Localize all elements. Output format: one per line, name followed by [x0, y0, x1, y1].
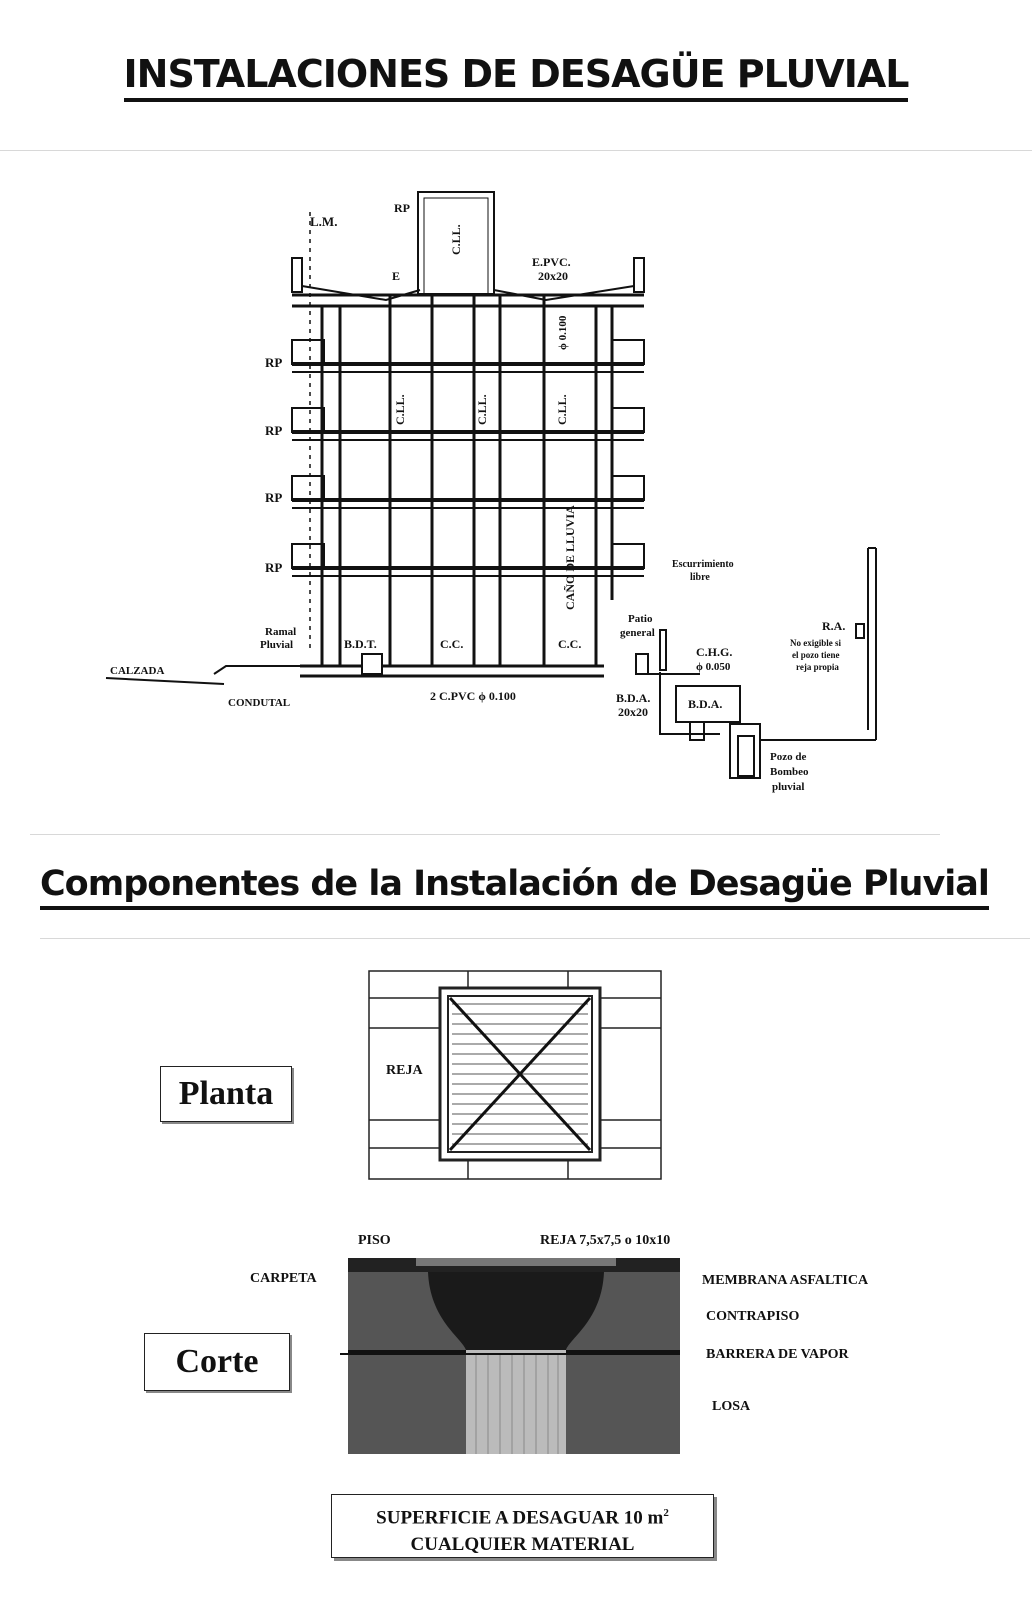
cll-mid-label: C.LL. [475, 394, 489, 425]
losa-label: LOSA [712, 1399, 751, 1414]
epvc-label-2: 20x20 [538, 269, 568, 283]
conducto-label: CONDUTAL [228, 697, 290, 709]
phi-label: ϕ 0.100 [557, 315, 569, 350]
cll-right-label: C.LL. [555, 394, 569, 425]
rp-label-1: RP [265, 355, 282, 370]
section-label-box: Corte [144, 1333, 290, 1391]
page-title: INSTALACIONES DE DESAGÜE PLUVIAL [0, 52, 1032, 102]
reja-section-label: REJA 7,5x7,5 o 10x10 [540, 1233, 670, 1248]
carpeta-label: CARPETA [250, 1271, 318, 1286]
patio-label-2: general [620, 627, 655, 639]
building-elevation-diagram: L.M. RP E C.LL. E.PVC. 20x20 ϕ 0.100 RP … [105, 191, 877, 793]
rp-label-2: RP [265, 423, 282, 438]
pozo-label-2: Bombeo [770, 766, 809, 778]
cc2-label: C.C. [558, 637, 581, 651]
e-label: E [392, 269, 400, 283]
ramal-label-2: Pluvial [260, 639, 293, 651]
contrapiso-label: CONTRAPISO [706, 1309, 799, 1324]
section-label: Corte [175, 1343, 259, 1380]
cano-label: CAÑO DE LLUVIA [563, 505, 577, 610]
rp-top-label: RP [394, 201, 410, 215]
summary-line-2: CUALQUIER MATERIAL [410, 1534, 635, 1556]
summary-line-1-text: SUPERFICIE A DESAGUAR 10 m [376, 1507, 664, 1529]
escurrimiento-label-2: libre [690, 572, 710, 583]
plan-label: Planta [178, 1075, 274, 1112]
chg-label-1: C.H.G. [696, 645, 732, 659]
ramal-label-1: Ramal [265, 626, 296, 638]
section-title-text: Componentes de la Instalación de Desagüe… [40, 864, 990, 910]
epvc-label-1: E.PVC. [532, 255, 571, 269]
barrera-label: BARRERA DE VAPOR [706, 1347, 850, 1362]
summary-line-1: SUPERFICIE A DESAGUAR 10 m2 [332, 1500, 713, 1531]
bda1-label-1: B.D.A. [616, 691, 650, 705]
plan-reja-label: REJA [386, 1063, 423, 1078]
rp-label-4: RP [265, 560, 282, 575]
piso-label: PISO [358, 1233, 391, 1248]
patio-label-1: Patio [628, 613, 653, 625]
ra-note-1: No exigible si [790, 638, 841, 648]
pozo-label-3: pluvial [772, 781, 804, 793]
page-title-text: INSTALACIONES DE DESAGÜE PLUVIAL [123, 52, 909, 102]
rp-label-3: RP [265, 490, 282, 505]
grate-plan-view: REJA [368, 970, 662, 1180]
drain-section-view: PISO REJA 7,5x7,5 o 10x10 CARPETA MEMBRA… [250, 1233, 869, 1454]
calzada-label: CALZADA [110, 665, 164, 677]
section-title: Componentes de la Instalación de Desagüe… [40, 864, 990, 910]
ra-note-3: reja propia [796, 662, 839, 672]
summary-superscript: 2 [663, 1507, 669, 1519]
cll-top-label: C.LL. [449, 224, 463, 255]
bda1-label-2: 20x20 [618, 705, 648, 719]
bda2-label: B.D.A. [688, 697, 722, 711]
divider [0, 150, 1032, 151]
plan-label-box: Planta [160, 1066, 292, 1122]
divider [40, 938, 1030, 939]
cpvc-label: 2 C.PVC ϕ 0.100 [430, 689, 516, 703]
cll-left-label: C.LL. [393, 394, 407, 425]
bdt-label: B.D.T. [344, 637, 377, 651]
escurrimiento-label-1: Escurrimiento [672, 559, 734, 570]
summary-box: SUPERFICIE A DESAGUAR 10 m2 CUALQUIER MA… [331, 1494, 714, 1558]
chg-label-2: ϕ 0.050 [696, 661, 731, 673]
divider [30, 834, 940, 835]
membrana-label: MEMBRANA ASFALTICA [702, 1273, 869, 1288]
ra-label: R.A. [822, 619, 845, 633]
pozo-label-1: Pozo de [770, 751, 806, 763]
cc1-label: C.C. [440, 637, 463, 651]
lm-label: L.M. [310, 214, 337, 229]
ra-note-2: el pozo tiene [792, 650, 840, 660]
